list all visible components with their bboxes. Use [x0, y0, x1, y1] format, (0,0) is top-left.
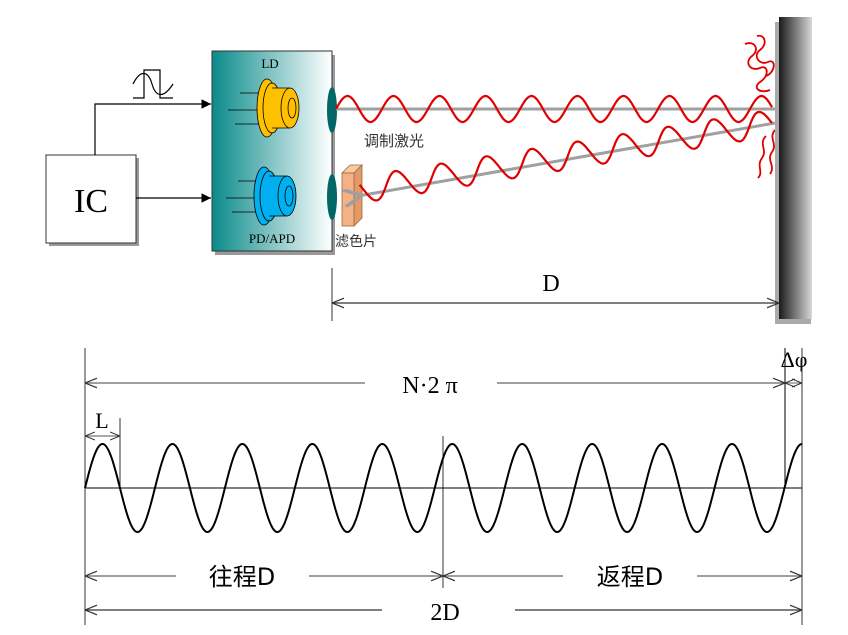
distance-dimension: D: [331, 268, 779, 321]
ic-block: IC: [45, 154, 139, 246]
sine-waveform: [84, 443, 802, 533]
pd-label: PD/APD: [249, 231, 295, 246]
ic-label: IC: [74, 183, 108, 220]
transceiver-module: LD PD/APD: [211, 50, 335, 255]
waveform-section: N·2 π Δφ L 往程D 返程D 2D: [84, 347, 808, 626]
total-phase-label: N·2 π: [402, 373, 457, 399]
target-wall: [775, 17, 812, 324]
rx-lens: [327, 174, 337, 220]
ld-label: LD: [261, 56, 278, 71]
outbound-label: 往程D: [209, 563, 275, 591]
wavelength-label: L: [95, 408, 108, 433]
round-trip-label: 2D: [430, 600, 459, 626]
distance-label: D: [542, 271, 559, 297]
return-label: 返程D: [597, 563, 663, 591]
photodiode-icon: [226, 166, 297, 226]
modulation-signal-icon: [132, 69, 174, 99]
ic-to-ld-connector: [94, 99, 211, 155]
return-modulated-wave: [358, 110, 773, 202]
modulated-laser-label: 调制激光: [364, 132, 424, 150]
delta-phi-label: Δφ: [781, 347, 808, 372]
tx-lens: [327, 87, 337, 133]
scatter-waves: [744, 34, 776, 179]
outgoing-modulated-wave: [335, 94, 773, 124]
filter-label: 滤色片: [335, 233, 377, 250]
laser-diode-icon: [228, 78, 300, 138]
